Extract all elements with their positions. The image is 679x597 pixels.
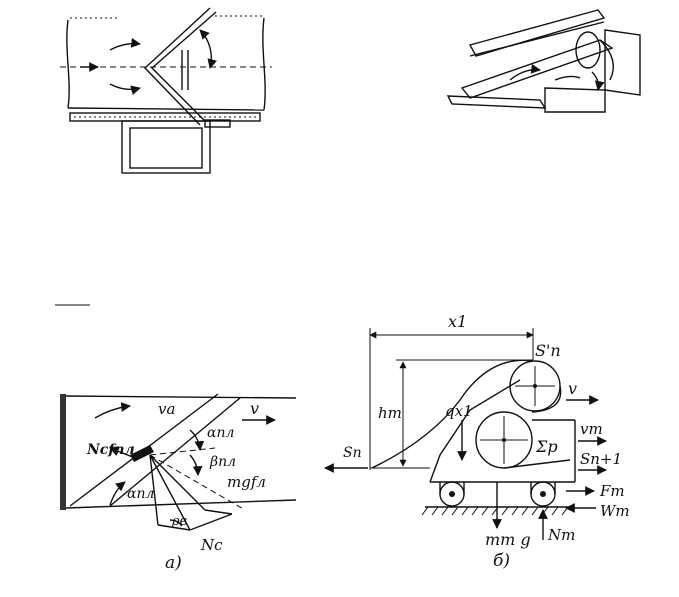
- label-alpha-pl-bottom: αпл: [127, 486, 154, 502]
- label-q-x1: qx1: [445, 402, 473, 420]
- label-w-t: Wт: [600, 502, 630, 520]
- caption-a: а): [165, 553, 182, 573]
- panel-a-left-wall: [60, 394, 66, 510]
- label-f-t: Fт: [599, 482, 625, 500]
- label-x1: x1: [448, 312, 467, 331]
- panel-b-conveyor-diagram: [324, 328, 607, 540]
- top-right-plough-3d-drawing: [446, 9, 641, 113]
- label-mg-fl: mgfл: [227, 473, 266, 491]
- label-v-t: vт: [580, 420, 603, 438]
- panel-a-force-diagram: [60, 393, 297, 531]
- label-nc-fpl: Ncfпл: [86, 442, 135, 458]
- label-n-t: Nт: [547, 526, 575, 544]
- top-left-plough-plan-drawing: [60, 7, 272, 174]
- label-va: va: [158, 400, 175, 418]
- label-alpha-pl-top: αпл: [207, 425, 234, 441]
- label-nc: Nc: [200, 536, 223, 554]
- label-sum-p: Σp: [535, 437, 558, 456]
- label-s-n1: Sn+1: [580, 450, 622, 468]
- label-v: v: [250, 399, 259, 418]
- label-m-t-g: mт g: [485, 530, 531, 549]
- caption-b: б): [493, 551, 510, 571]
- label-rho-v: ρв: [171, 514, 187, 529]
- label-beta-pl: βпл: [209, 454, 236, 470]
- label-s-n: Sп: [343, 445, 362, 461]
- label-s-prime: S'п: [535, 341, 561, 360]
- label-h-t: hт: [378, 404, 402, 422]
- label-v-b: v: [568, 379, 577, 398]
